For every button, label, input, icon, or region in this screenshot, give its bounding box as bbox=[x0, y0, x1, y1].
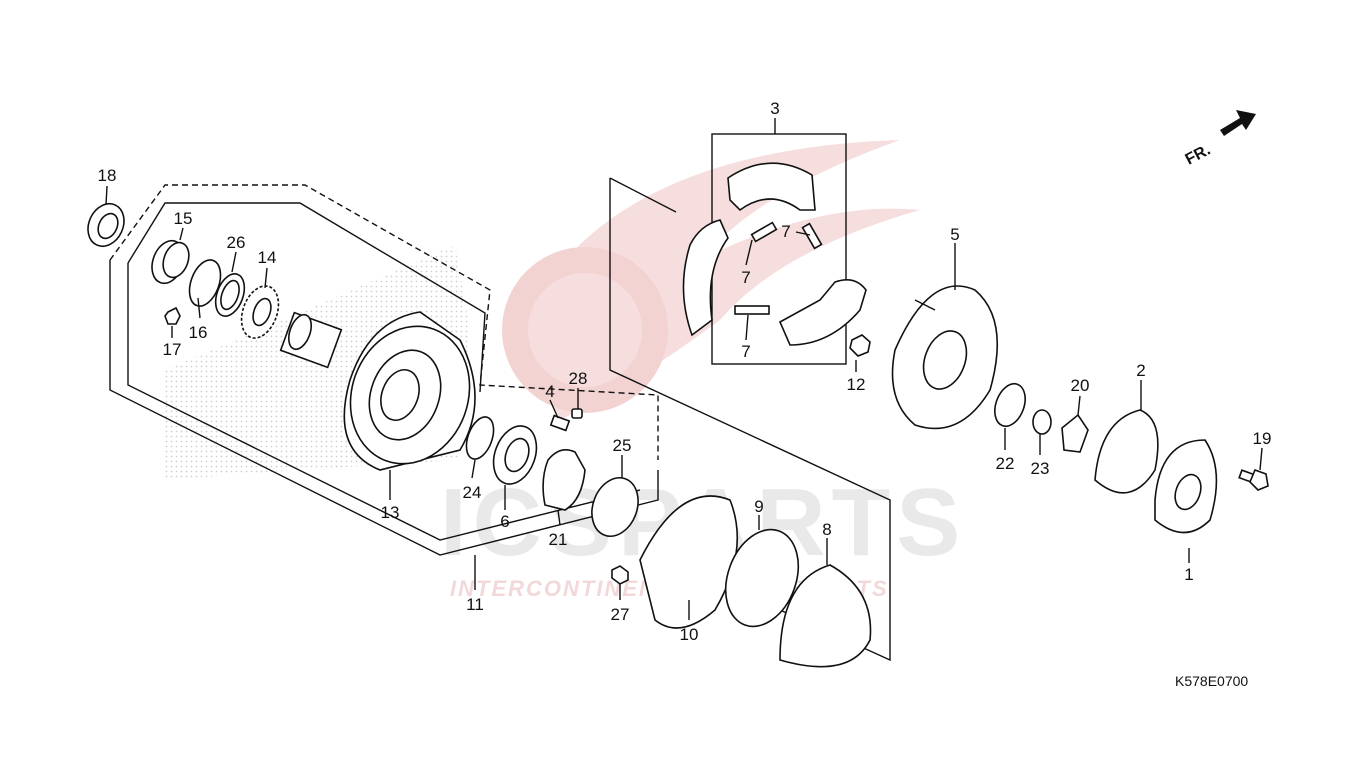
callout-20: 20 bbox=[1071, 376, 1090, 395]
callout-15: 15 bbox=[174, 209, 193, 228]
callout-6: 6 bbox=[500, 512, 509, 531]
part-12-nut[interactable] bbox=[849, 334, 871, 357]
drawing-code: K578E0700 bbox=[1175, 673, 1248, 689]
part-19-bolt[interactable] bbox=[1238, 468, 1269, 491]
callout-2: 2 bbox=[1136, 361, 1145, 380]
callout-8: 8 bbox=[822, 520, 831, 539]
part-26-washer[interactable] bbox=[210, 270, 249, 320]
front-direction-marker: FR. bbox=[1183, 110, 1256, 169]
callout-27: 27 bbox=[611, 605, 630, 624]
callout-21: 21 bbox=[549, 530, 568, 549]
part-21-plate[interactable] bbox=[542, 449, 586, 511]
callout-25: 25 bbox=[613, 436, 632, 455]
part-15-collar[interactable] bbox=[146, 236, 193, 288]
callout-labels: 1 2 3 4 5 6 7 7 7 8 9 10 11 12 13 14 15 … bbox=[98, 99, 1272, 644]
part-8-gasket[interactable] bbox=[779, 564, 872, 668]
part-23-washer[interactable] bbox=[1032, 409, 1052, 435]
part-17-nut[interactable] bbox=[164, 306, 181, 325]
part-27-nut[interactable] bbox=[611, 565, 629, 585]
watermark-gear-logo bbox=[502, 247, 668, 413]
part-28-roller[interactable] bbox=[571, 408, 583, 419]
callout-9: 9 bbox=[754, 497, 763, 516]
callout-22: 22 bbox=[996, 454, 1015, 473]
leader-lines bbox=[105, 118, 1263, 620]
callout-18: 18 bbox=[98, 166, 117, 185]
part-2-gasket[interactable] bbox=[1094, 409, 1159, 494]
part-3-clutch-shoes[interactable] bbox=[682, 162, 867, 346]
part-6-one-way-clutch[interactable] bbox=[486, 420, 544, 490]
part-14-gear[interactable] bbox=[235, 281, 285, 343]
part-7-spring-c[interactable] bbox=[734, 305, 770, 315]
callout-28: 28 bbox=[569, 369, 588, 388]
part-7-spring-a[interactable] bbox=[750, 221, 778, 243]
part-10-gasket[interactable] bbox=[639, 495, 739, 629]
part-7-spring-b[interactable] bbox=[801, 222, 823, 250]
callout-5: 5 bbox=[950, 225, 959, 244]
callout-24: 24 bbox=[463, 483, 482, 502]
callout-13: 13 bbox=[381, 503, 400, 522]
callout-12: 12 bbox=[847, 375, 866, 394]
callout-10: 10 bbox=[680, 625, 699, 644]
part-1-cover[interactable] bbox=[1154, 439, 1218, 534]
front-label: FR. bbox=[1183, 141, 1214, 168]
callout-16: 16 bbox=[189, 323, 208, 342]
callout-4: 4 bbox=[545, 382, 554, 401]
callout-19: 19 bbox=[1253, 429, 1272, 448]
part-4-spring[interactable] bbox=[549, 414, 571, 432]
callout-3: 3 bbox=[770, 99, 779, 118]
part-5-drive-plate[interactable] bbox=[891, 285, 999, 430]
callout-1: 1 bbox=[1184, 565, 1193, 584]
watermark-wing-logo bbox=[520, 140, 920, 420]
watermark: ICSPARTS INTERCONTINENTALSPORTSPARTS bbox=[440, 140, 960, 601]
part-24-washer[interactable] bbox=[461, 413, 499, 463]
part-18-oil-seal[interactable] bbox=[81, 198, 130, 252]
callout-7c: 7 bbox=[741, 342, 750, 361]
callout-7a: 7 bbox=[741, 268, 750, 287]
callout-14: 14 bbox=[258, 248, 277, 267]
part-9-o-ring[interactable] bbox=[713, 519, 811, 636]
part-22-drive-boss[interactable] bbox=[989, 380, 1030, 431]
callout-23: 23 bbox=[1031, 459, 1050, 478]
callout-7b: 7 bbox=[781, 222, 790, 241]
part-25-circlip[interactable] bbox=[584, 471, 646, 542]
part-20-plate[interactable] bbox=[1061, 413, 1089, 453]
front-arrow-icon bbox=[1220, 110, 1256, 136]
callout-17: 17 bbox=[163, 340, 182, 359]
callout-26: 26 bbox=[227, 233, 246, 252]
callout-11: 11 bbox=[466, 595, 484, 614]
part-13-clutch-outer[interactable] bbox=[279, 309, 489, 480]
